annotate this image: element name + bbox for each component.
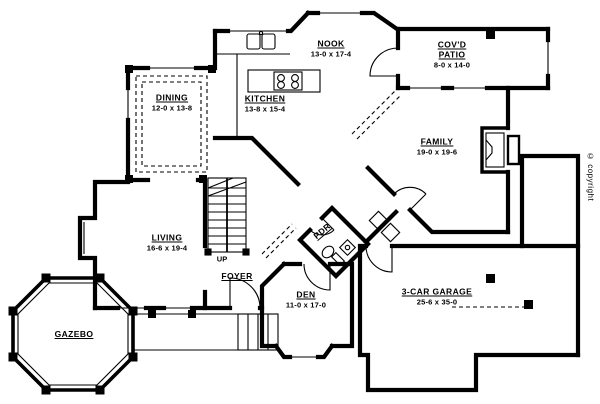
fireplace: [480, 126, 521, 174]
stairs: [204, 177, 250, 256]
room-dims-living: 16-6 x 19-4: [146, 243, 188, 253]
room-dims-nook: 13-0 x 17-4: [310, 49, 352, 59]
room-dims-dining: 12-0 x 13-8: [151, 103, 193, 113]
room-dims-garage: 25-6 x 35-0: [416, 297, 458, 307]
stairs-up-label: UP: [216, 254, 228, 264]
room-name-foyer: FOYER: [221, 271, 253, 281]
room-name-kitchen: KITCHEN: [244, 93, 286, 104]
kitchen-counter: [215, 53, 290, 138]
powder-sink: [338, 238, 357, 257]
room-name-patio-line1: COV'D: [437, 39, 467, 50]
gazebo-posts: [8, 273, 138, 395]
room-dims-den: 11-0 x 17-0: [285, 300, 327, 310]
room-label-kitchen: KITCHEN 13-8 x 15-4: [245, 94, 286, 115]
room-name-family: FAMILY: [420, 136, 454, 147]
room-label-patio: COV'D PATIO 8-0 x 14-0: [434, 40, 470, 71]
room-label-foyer: FOYER: [221, 271, 252, 281]
kitchen-island: [247, 69, 321, 93]
room-name-patio-line2: PATIO: [438, 49, 466, 60]
copyright-text: © copyright: [586, 152, 595, 202]
room-label-gazebo: GAZEBO: [55, 329, 94, 339]
toilet: [321, 245, 346, 267]
room-name-living: LIVING: [151, 232, 183, 243]
door-arcs: [229, 47, 427, 309]
room-label-dining: DINING 12-0 x 13-8: [152, 93, 193, 114]
room-name-den: DEN: [296, 289, 316, 300]
room-name-gazebo: GAZEBO: [54, 329, 94, 339]
room-dims-patio: 8-0 x 14-0: [433, 60, 471, 70]
kitchen-sink: [246, 30, 276, 50]
room-label-family: FAMILY 19-0 x 19-6: [417, 137, 458, 158]
exterior-walls: [77, 10, 581, 393]
walkway: [133, 313, 279, 351]
laundry-fixtures: [368, 210, 401, 243]
room-label-nook: NOOK 13-0 x 17-4: [311, 39, 352, 60]
room-label-living: LIVING 16-6 x 19-4: [147, 233, 188, 254]
cooktop: [273, 71, 303, 91]
structural-posts: [125, 30, 533, 309]
room-label-den: DEN 11-0 x 17-0: [286, 290, 326, 311]
room-dims-family: 19-0 x 19-6: [416, 147, 458, 157]
room-name-garage: 3-CAR GARAGE: [401, 286, 473, 297]
dashed-openings: [135, 75, 528, 308]
room-dims-kitchen: 13-8 x 15-4: [244, 104, 286, 114]
room-name-dining: DINING: [155, 92, 189, 103]
room-label-garage: 3-CAR GARAGE 25-6 x 35-0: [402, 287, 472, 308]
porch-posts: [148, 310, 196, 318]
room-name-nook: NOOK: [317, 38, 345, 49]
